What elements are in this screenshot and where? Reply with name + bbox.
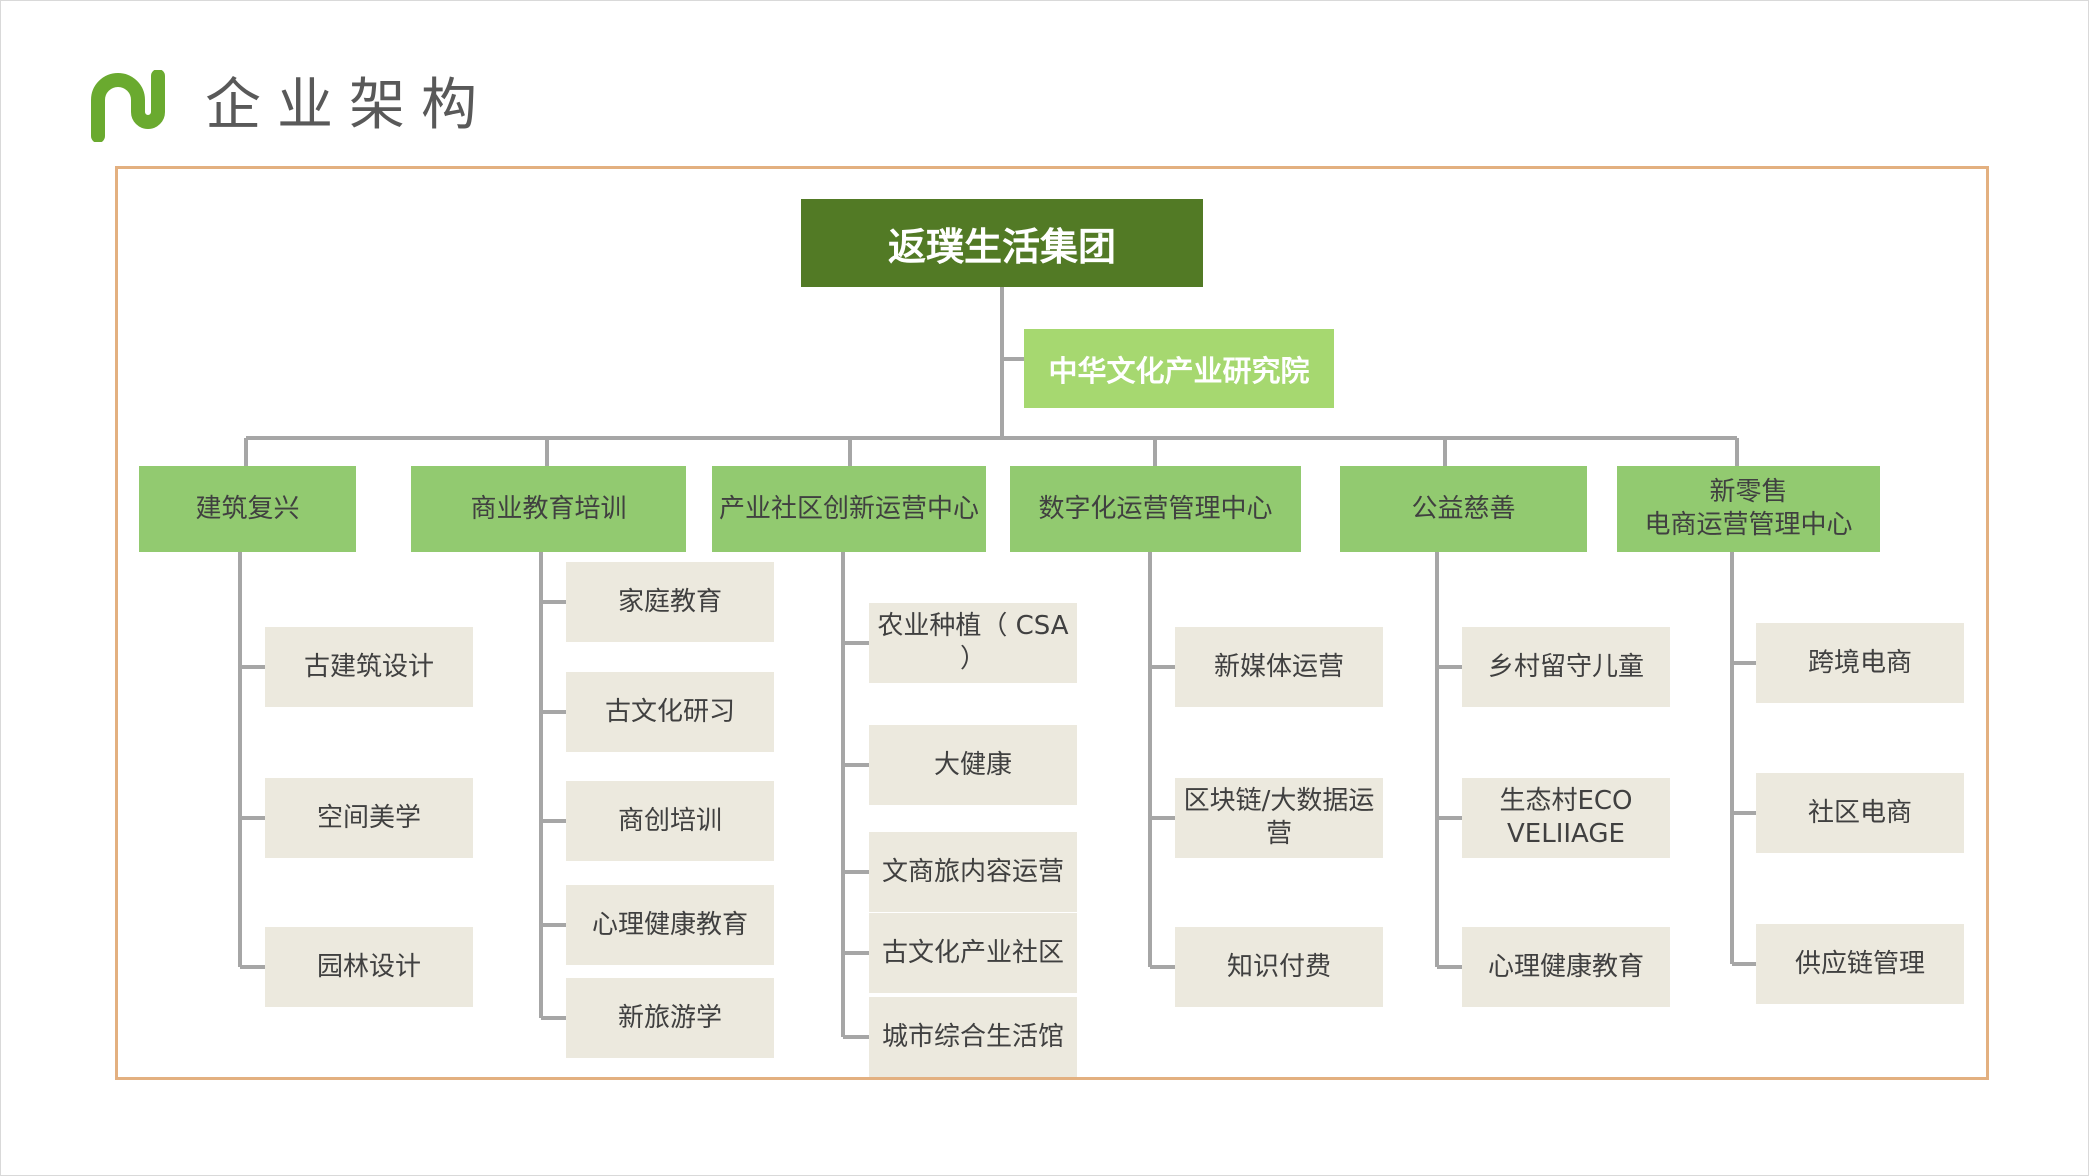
diagram-frame (115, 166, 1989, 1080)
department-node: 新零售 电商运营管理中心 (1617, 466, 1880, 552)
nu-logo-icon (91, 70, 165, 142)
department-node: 商业教育培训 (411, 466, 686, 552)
leaf-node: 家庭教育 (566, 562, 774, 642)
leaf-node: 空间美学 (265, 778, 473, 858)
department-node: 建筑复兴 (139, 466, 356, 552)
leaf-node: 跨境电商 (1756, 623, 1964, 703)
leaf-node: 商创培训 (566, 781, 774, 861)
department-node: 产业社区创新运营中心 (712, 466, 986, 552)
page-title: 企业架构 (205, 73, 493, 138)
leaf-node: 新旅游学 (566, 978, 774, 1058)
leaf-node: 大健康 (869, 725, 1077, 805)
leaf-node: 城市综合生活馆 (869, 997, 1077, 1077)
institute-node: 中华文化产业研究院 (1024, 329, 1334, 408)
department-node: 数字化运营管理中心 (1010, 466, 1301, 552)
leaf-node: 文商旅内容运营 (869, 832, 1077, 912)
leaf-node: 农业种植（ CSA ） (869, 603, 1077, 683)
leaf-node: 乡村留守儿童 (1462, 627, 1670, 707)
leaf-node: 社区电商 (1756, 773, 1964, 853)
department-node: 公益慈善 (1340, 466, 1587, 552)
leaf-node: 知识付费 (1175, 927, 1383, 1007)
org-root-node: 返璞生活集团 (801, 199, 1203, 287)
leaf-node: 古建筑设计 (265, 627, 473, 707)
leaf-node: 心理健康教育 (566, 885, 774, 965)
leaf-node: 心理健康教育 (1462, 927, 1670, 1007)
leaf-node: 区块链/大数据运营 (1175, 778, 1383, 858)
leaf-node: 供应链管理 (1756, 924, 1964, 1004)
leaf-node: 生态村ECO VELIIAGE (1462, 778, 1670, 858)
leaf-node: 园林设计 (265, 927, 473, 1007)
leaf-node: 新媒体运营 (1175, 627, 1383, 707)
leaf-node: 古文化研习 (566, 672, 774, 752)
leaf-node: 古文化产业社区 (869, 913, 1077, 993)
